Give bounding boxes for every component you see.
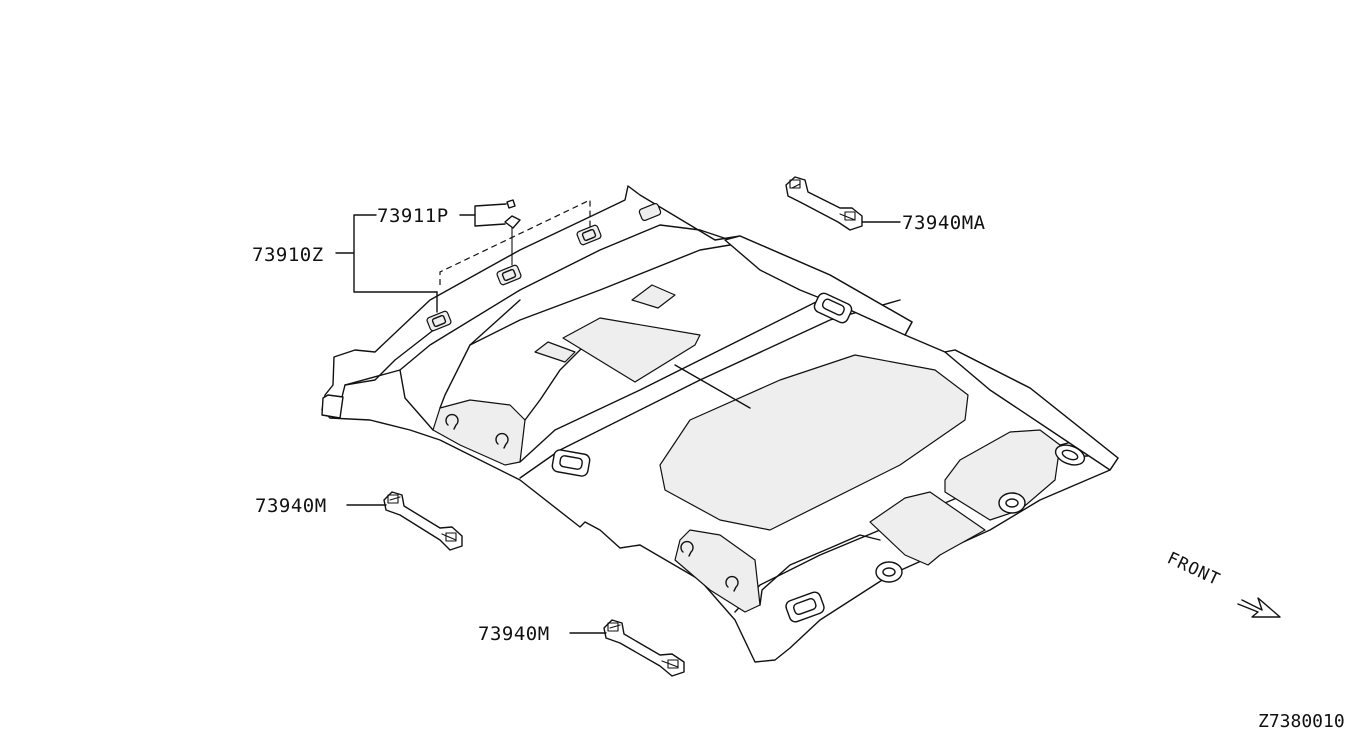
visor-hooks — [445, 413, 739, 592]
clip-seats — [426, 202, 662, 332]
diagram-code: Z7380010 — [1258, 711, 1345, 732]
label-grip-left-front: 73940M — [255, 495, 327, 517]
label-headlining: 73910Z — [252, 244, 324, 266]
leader-lines — [335, 199, 901, 634]
front-label: FRONT — [1164, 548, 1223, 590]
label-grip-left-rear: 73940M — [478, 623, 550, 645]
assist-grip-left-front — [383, 491, 463, 551]
label-grip-rear: 73940MA — [902, 212, 986, 234]
front-direction-indicator: FRONT — [1164, 548, 1281, 618]
label-clip: 73911P — [377, 205, 449, 227]
assist-grip-rear — [785, 176, 863, 231]
clip-part — [504, 199, 521, 229]
assist-grip-left-rear — [603, 619, 685, 677]
grip-mount-holes — [551, 292, 1086, 623]
arrow-icon — [1237, 597, 1281, 618]
headlining-panel — [321, 185, 1119, 663]
